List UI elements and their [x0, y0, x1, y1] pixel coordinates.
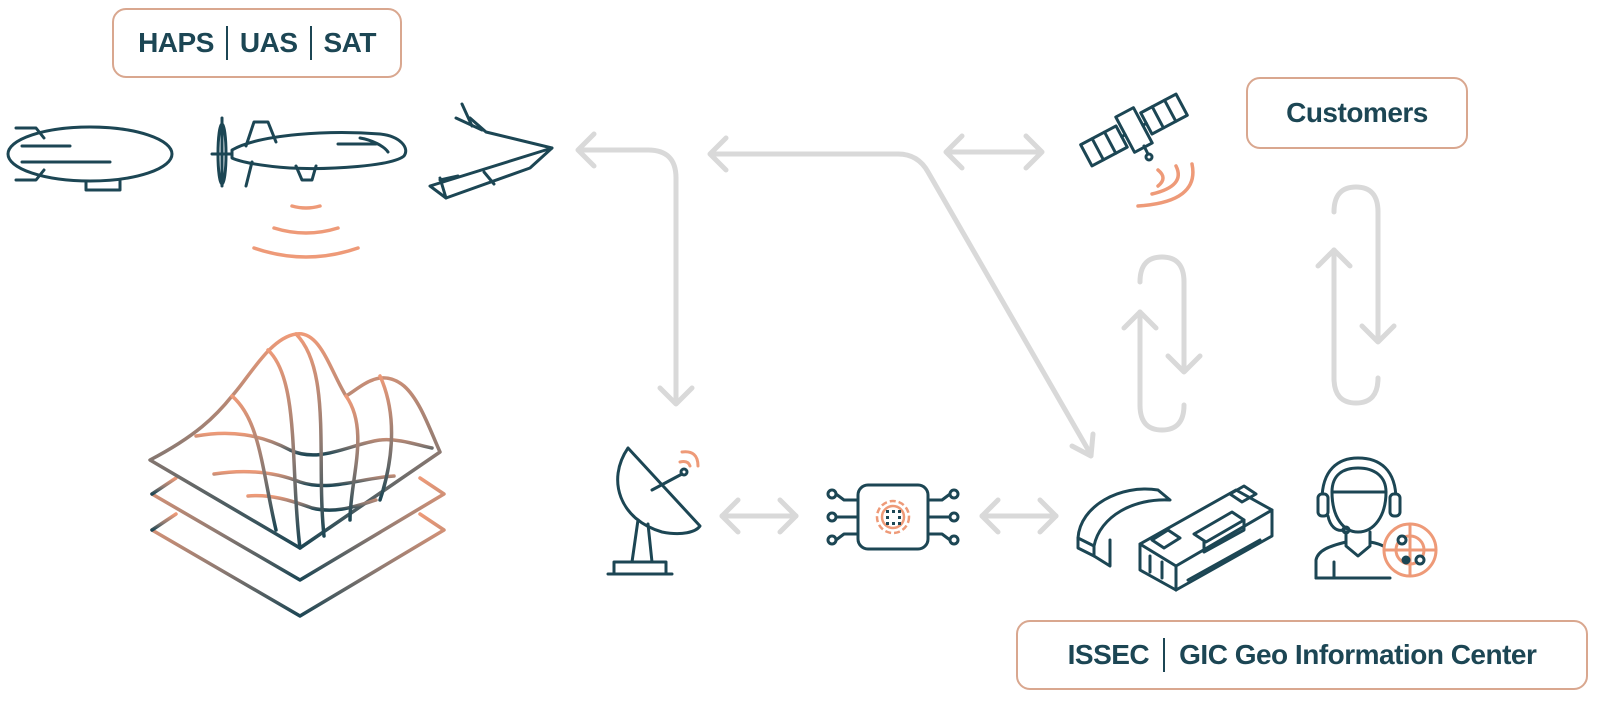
operator-radar-icon [1314, 456, 1402, 580]
loop-cust-arrowhead-down [1359, 323, 1397, 345]
arrowhead-chip-center-right [1037, 497, 1059, 535]
arrow-platforms-to-dish [577, 147, 679, 405]
data-center-icon [1076, 484, 1274, 592]
satellite-signal-icon [1136, 162, 1195, 208]
processor-chip-icon [826, 483, 960, 551]
loop-satellite-center [1137, 254, 1187, 433]
loop-sat-arrowhead-down [1165, 353, 1203, 375]
arrow-platforms-to-center [709, 151, 1093, 456]
airship-icon [6, 125, 174, 192]
platform-separator [225, 26, 228, 60]
jet-drone-icon [428, 102, 554, 200]
satellite-icon [1079, 92, 1189, 168]
customers-label: Customers [1286, 97, 1428, 128]
platform-uas-label: UAS [239, 27, 298, 58]
platform-separator [309, 26, 312, 60]
loop-sat-arrowhead-up [1121, 309, 1159, 331]
arrowhead-platforms-left [575, 131, 597, 169]
arrowhead-satellite-right [1023, 133, 1045, 171]
dish-signal-icon [678, 450, 700, 468]
uav-signal-icon [252, 204, 360, 259]
platform-sat-label: SAT [323, 27, 377, 58]
gic-label: GIC Geo Information Center [1179, 639, 1537, 670]
customers-label-box: Customers [1246, 77, 1468, 149]
arrowhead-center-down [1069, 431, 1096, 459]
arrowhead-center-left [707, 135, 729, 173]
propeller-uav-icon [210, 116, 408, 188]
satellite-dish-icon [606, 446, 702, 576]
arrowhead-dish-chip-right [777, 497, 799, 535]
issec-label: ISSEC [1067, 639, 1150, 670]
platform-haps-label: HAPS [138, 27, 214, 58]
radar-icon [1382, 522, 1438, 578]
terrain-layers-icon [148, 332, 446, 618]
loop-customers-operator [1331, 184, 1381, 406]
arrowhead-dish-chip-left [719, 497, 741, 535]
geo-center-label-box: ISSEC GIC Geo Information Center [1016, 620, 1588, 690]
loop-cust-arrowhead-up [1315, 247, 1353, 269]
center-separator [1163, 638, 1166, 672]
chip-gear-icon [875, 499, 911, 535]
arrowhead-satellite-left [943, 133, 965, 171]
arrowhead-chip-center-left [979, 497, 1001, 535]
arrowhead-dish-down [657, 385, 695, 407]
platforms-label-box: HAPS UAS SAT [112, 8, 402, 78]
